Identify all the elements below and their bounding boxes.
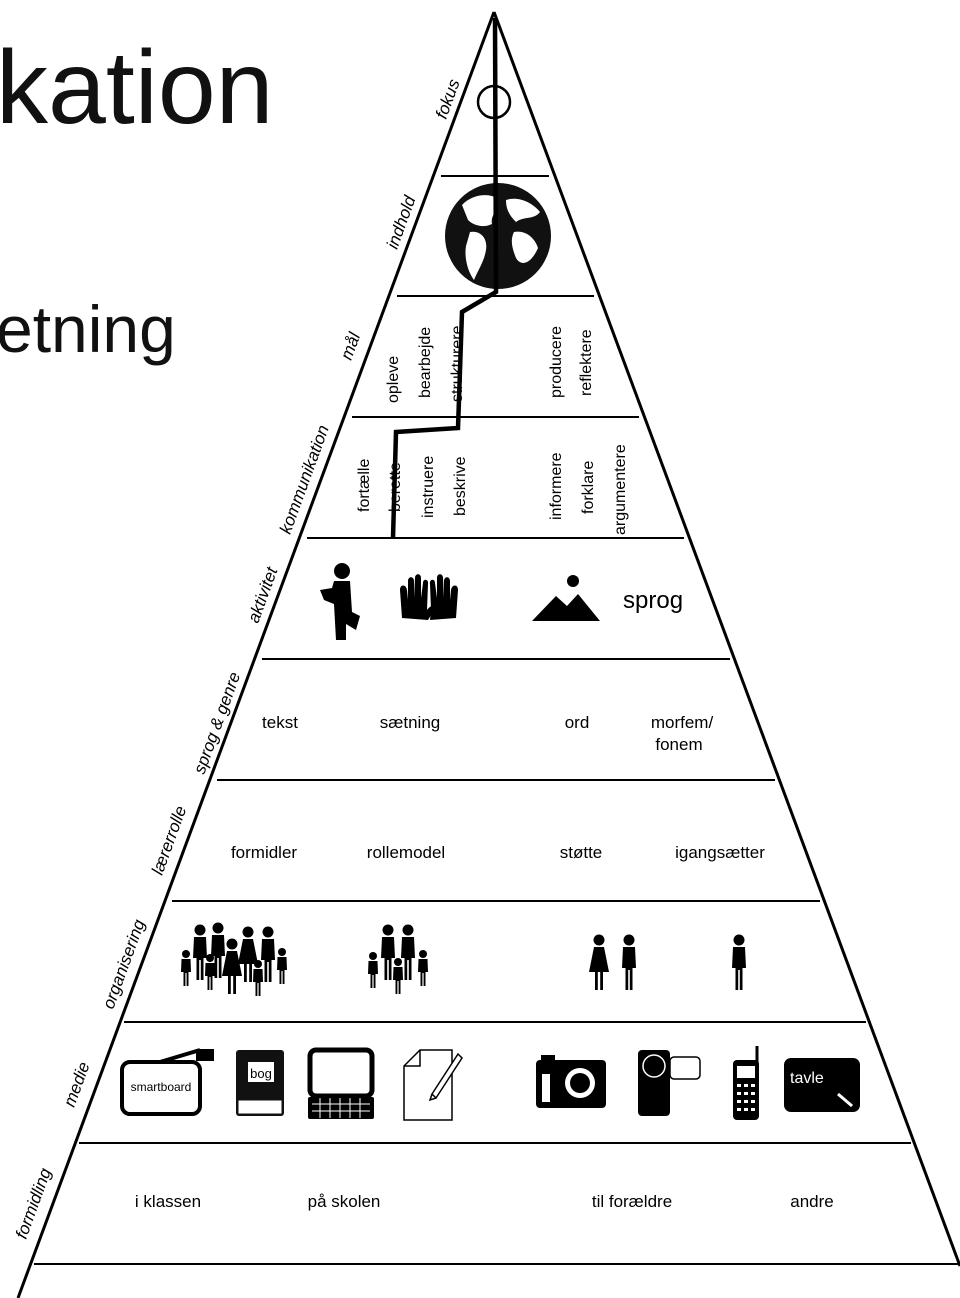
komm-word-forklare: forklare [580, 461, 597, 514]
genre-saetning: sætning [380, 713, 440, 732]
mal-word-strukturere: strukturere [449, 325, 466, 402]
komm-word-beskrive: beskrive [452, 456, 469, 516]
book-icon: bog [236, 1050, 284, 1116]
chalkboard-icon: tavle [784, 1058, 860, 1112]
genre-tekst: tekst [262, 713, 298, 732]
book-label: bog [250, 1066, 272, 1081]
mountain-image-icon [532, 575, 600, 621]
camera-icon [536, 1055, 606, 1108]
pair-icon [589, 934, 636, 990]
side-label-formidling: formidling [12, 1165, 55, 1241]
whole-class-icon [181, 922, 287, 996]
komm-word-informere: informere [548, 452, 565, 520]
individual-icon [732, 934, 746, 990]
side-label-aktivitet: aktivitet [244, 564, 282, 626]
video-camera-icon [638, 1050, 701, 1116]
slide-title-fragment: kation [0, 30, 274, 146]
hands-icon [400, 574, 458, 620]
mal-word-reflektere: reflektere [578, 329, 595, 396]
level-dividers [34, 175, 958, 1265]
aktivitet-sprog-text: sprog [623, 587, 683, 614]
smartboard-label: smartboard [131, 1080, 192, 1094]
computer-icon [307, 1047, 375, 1119]
rolle-igangsaetter: igangsætter [675, 843, 765, 862]
group-icon [368, 924, 428, 994]
genre-morfem: morfem/ [651, 713, 714, 732]
chalkboard-label: tavle [790, 1070, 824, 1087]
smartboard-icon: smartboard [120, 1048, 214, 1116]
side-label-laererrolle: lærerrolle [148, 803, 190, 877]
genre-fonem: fonem [655, 735, 702, 754]
formidling-andre: andre [790, 1192, 833, 1211]
formidling-i-klassen: i klassen [135, 1192, 201, 1211]
paper-pencil-icon [403, 1049, 463, 1121]
kneeling-person-icon [320, 563, 360, 640]
rolle-stoette: støtte [560, 843, 603, 862]
mal-word-producere: producere [548, 326, 565, 398]
formidling-paa-skolen: på skolen [308, 1192, 381, 1211]
side-label-kommunikation: kommunikation [276, 422, 333, 536]
side-label-fokus: fokus [432, 76, 464, 121]
komm-word-argumentere: argumentere [612, 444, 629, 535]
pyramid-outline [16, 11, 960, 1298]
formidling-til-foraeldre: til forældre [592, 1192, 672, 1211]
side-label-medie: medie [60, 1059, 94, 1109]
slide-subtitle-fragment: etning [0, 292, 176, 366]
rolle-formidler: formidler [231, 843, 297, 862]
mobile-phone-icon [733, 1046, 759, 1120]
genre-ord: ord [565, 713, 590, 732]
mal-word-bearbejde: bearbejde [417, 327, 434, 398]
side-label-indhold: indhold [383, 193, 420, 252]
side-label-mal: mål [337, 329, 365, 362]
komm-word-berette: berette [387, 462, 404, 512]
mal-word-opleve: opleve [385, 356, 402, 403]
progression-path [390, 17, 499, 539]
rolle-rollemodel: rollemodel [367, 843, 445, 862]
komm-word-fortaelle: fortælle [356, 459, 373, 512]
komm-word-instruere: instruere [420, 456, 437, 518]
